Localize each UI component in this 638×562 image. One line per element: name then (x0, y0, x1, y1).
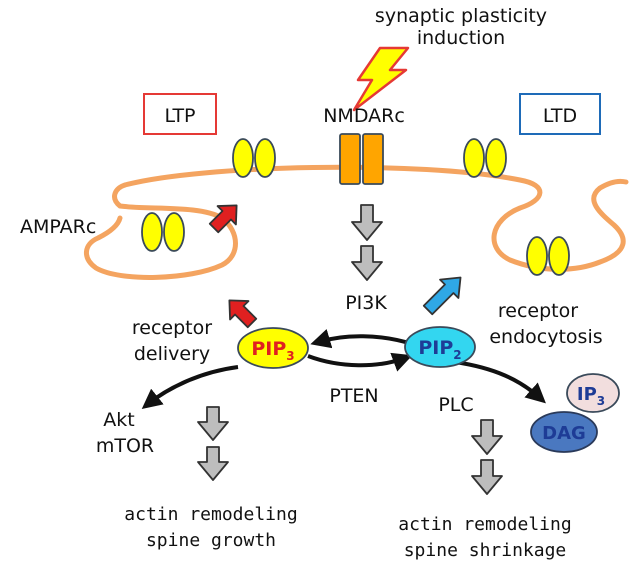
svg-text:PIP3: PIP3 (251, 338, 294, 363)
lightning-bolt-icon (352, 46, 410, 112)
ip3-text: IP (577, 384, 597, 405)
trigger-text-line1: synaptic plasticity (375, 5, 547, 27)
svg-text:PIP2: PIP2 (418, 337, 461, 362)
ampar-receptor-ltd-surface (463, 138, 507, 178)
plc-pathway-arrow (454, 360, 546, 404)
receptor-delivery-line1: receptor (132, 317, 212, 339)
ampar-receptor-ltp-surface (232, 138, 276, 178)
plc-label: PLC (438, 394, 473, 416)
gray-arrow-nmdar-2 (351, 245, 383, 281)
gray-arrow-ltd-1 (471, 419, 503, 455)
dag-molecule: DAG (530, 411, 598, 453)
ip3-molecule: IP3 (566, 373, 620, 413)
amparc-label: AMPARc (20, 216, 96, 238)
trigger-text-line2: induction (417, 27, 505, 49)
ltd-outcome-line2: spine shrinkage (404, 540, 567, 561)
cell-membrane (84, 164, 629, 280)
pi3k-label: PI3K (345, 292, 387, 314)
ltd-outcome-line1: actin remodeling (398, 514, 571, 535)
mtor-label: mTOR (96, 435, 154, 457)
gray-arrow-ltp-2 (197, 446, 229, 481)
ltp-outcome-line1: actin remodeling (124, 504, 297, 525)
blue-arrow-endocytosis (422, 276, 462, 316)
ampar-receptor-endosome (526, 236, 570, 276)
gray-arrow-nmdar-1 (351, 204, 383, 241)
pip2-text: PIP (418, 337, 453, 359)
pip2-molecule: PIP2 (404, 326, 476, 368)
receptor-delivery-line2: delivery (134, 343, 210, 365)
pip2-subscript: 2 (453, 348, 461, 362)
ltd-label: LTD (543, 105, 577, 127)
akt-pathway-arrow (141, 365, 239, 409)
nmdar-receptor (339, 133, 384, 185)
ampar-receptor-vesicle (141, 212, 185, 252)
akt-label: Akt (103, 409, 134, 431)
pip3-molecule: PIP3 (237, 327, 309, 369)
ltd-box (519, 93, 601, 135)
pten-conversion-arrow (307, 352, 413, 372)
dag-text: DAG (542, 423, 586, 444)
receptor-endocytosis-line2: endocytosis (489, 326, 602, 348)
gray-arrow-ltd-2 (471, 459, 503, 495)
pip3-subscript: 3 (286, 349, 294, 363)
ltp-box (143, 93, 217, 135)
red-arrow-delivery (228, 299, 258, 329)
nmdarc-label: NMDARc (323, 105, 405, 127)
svg-text:IP3: IP3 (577, 384, 605, 408)
red-arrow-insertion (208, 204, 238, 234)
pten-label: PTEN (329, 385, 378, 407)
pip3-text: PIP (251, 338, 286, 360)
ltp-outcome-line2: spine growth (146, 530, 276, 551)
receptor-endocytosis-line1: receptor (498, 300, 578, 322)
ip3-subscript: 3 (597, 394, 605, 408)
gray-arrow-ltp-1 (197, 406, 229, 441)
pi3k-conversion-arrow (310, 329, 413, 349)
ltp-label: LTP (164, 105, 195, 127)
